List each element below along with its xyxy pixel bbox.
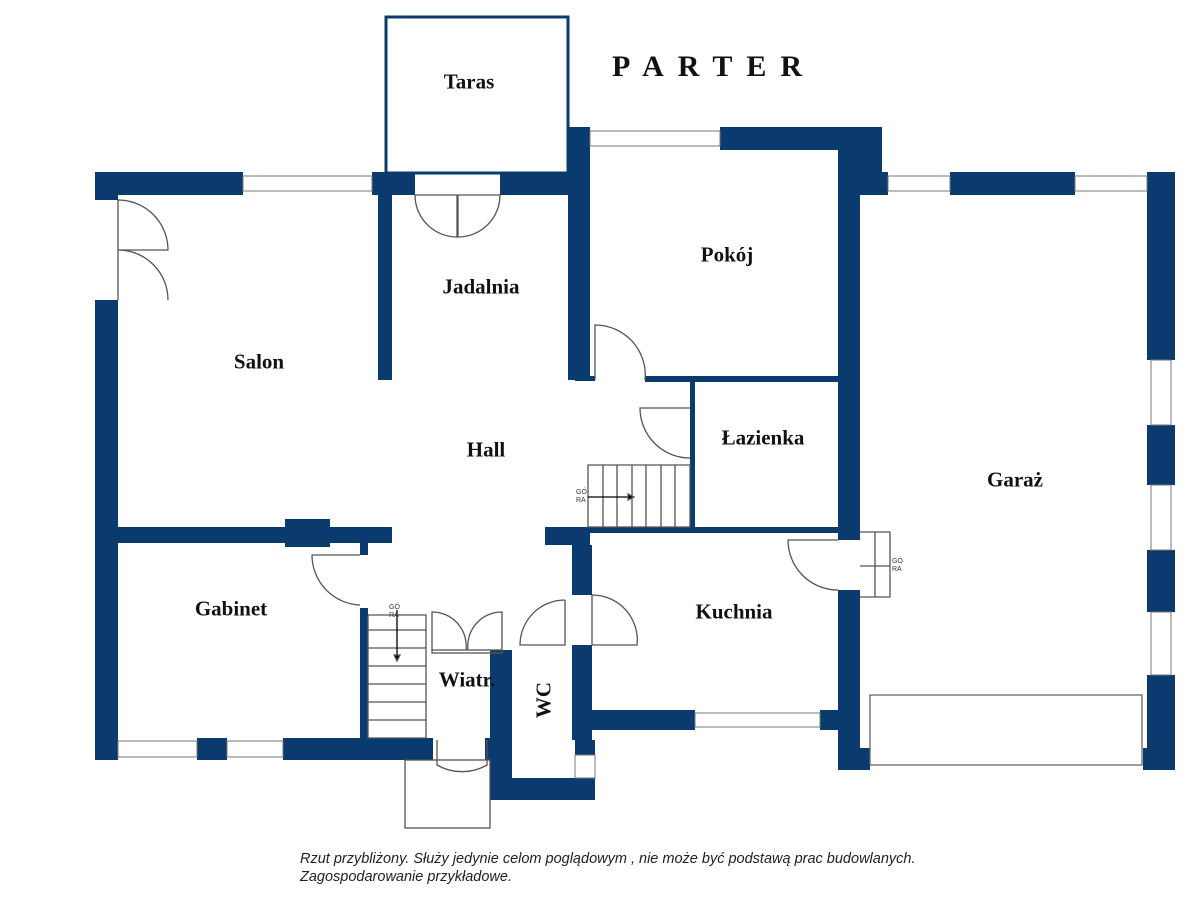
room-label-taras: Taras xyxy=(443,69,495,94)
stairs-label-line1: GÓ xyxy=(389,604,400,611)
footnote-line1: Rzut przybliżony. Służy jedynie celom po… xyxy=(300,851,916,867)
footnote: Rzut przybliżony. Służy jedynie celom po… xyxy=(300,850,915,886)
room-label-lazienka: Łazienka xyxy=(721,425,805,450)
room-label-garaz: Garaż xyxy=(987,467,1043,492)
room-label-wiatrolap: Wiatr. xyxy=(438,667,496,692)
room-label-salon: Salon xyxy=(233,349,285,374)
stairs-label-line2: RA xyxy=(576,497,586,504)
walls xyxy=(95,127,1175,800)
room-label-kuchnia: Kuchnia xyxy=(695,599,773,624)
doors xyxy=(117,194,1143,829)
stairs-label-line2: RA xyxy=(389,612,399,619)
room-label-pokoj: Pokój xyxy=(700,242,754,267)
room-label-wc: WC xyxy=(531,681,556,719)
stairs xyxy=(367,464,891,739)
stairs-label-line2: RA xyxy=(892,566,902,573)
room-label-hall: Hall xyxy=(466,437,506,462)
stairs-label-line1: GÓ xyxy=(576,489,587,496)
terrace-outline xyxy=(384,15,570,175)
room-label-gabinet: Gabinet xyxy=(194,596,268,621)
footnote-line2: Zagospodarowanie przykładowe. xyxy=(300,869,512,885)
floor-title: PARTER xyxy=(612,50,817,83)
windows xyxy=(117,130,1172,779)
stairs-label-line1: GÓ xyxy=(892,558,903,565)
room-label-jadalnia: Jadalnia xyxy=(442,274,520,299)
